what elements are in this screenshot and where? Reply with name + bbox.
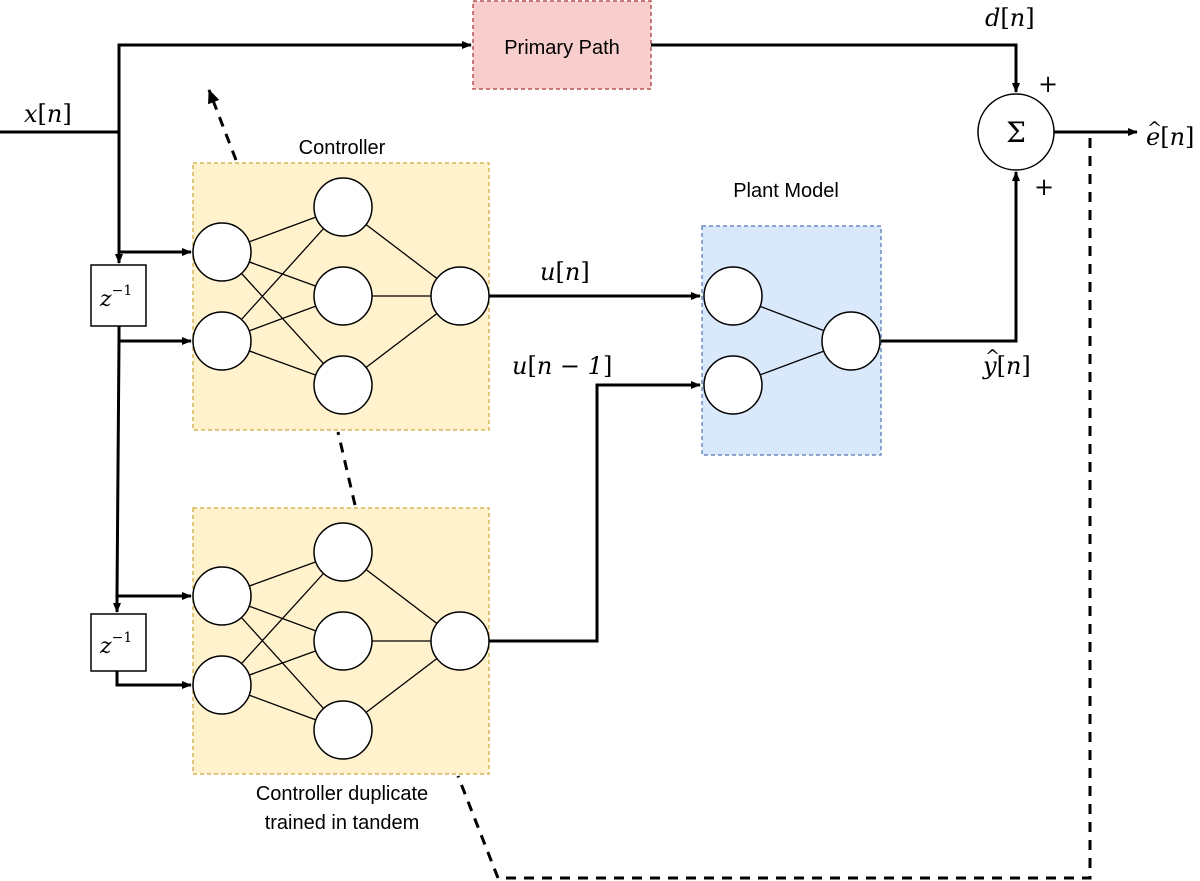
delay-top-label: z−1 xyxy=(99,283,132,312)
y-hat-signal-label: y[n] xyxy=(982,352,1031,380)
controller-hidden-neuron xyxy=(313,266,373,326)
primary-path-label: Primary Path xyxy=(504,37,620,59)
controller-label: Controller xyxy=(299,137,386,159)
duplicate-input-neuron xyxy=(192,655,252,715)
u-signal-label: u[n] xyxy=(540,258,590,286)
y-hat-accent: ^ xyxy=(985,346,1000,367)
plant-output-neuron xyxy=(821,311,881,371)
duplicate-hidden-neuron xyxy=(313,700,373,760)
plant-input-neuron xyxy=(703,266,763,326)
delay-top-to-controller-wire xyxy=(117,326,192,345)
plus-sign-bottom: + xyxy=(1034,173,1054,201)
x-to-primary-path-wire xyxy=(117,41,472,132)
u-prev-to-plant-wire xyxy=(489,381,701,643)
duplicate-input-neuron xyxy=(192,566,252,626)
e-hat-accent: ^ xyxy=(1147,118,1162,139)
duplicate-output-neuron xyxy=(430,611,490,671)
error-feedback-dashed xyxy=(456,138,1092,880)
primary-to-sum-wire xyxy=(651,43,1020,93)
plant-model-label: Plant Model xyxy=(733,180,839,202)
controller-hidden-neuron xyxy=(313,177,373,237)
controller-input-neuron xyxy=(192,222,252,282)
delay-bottom-to-duplicate-wire xyxy=(115,671,192,689)
controller-duplicate-label-line1: Controller duplicate xyxy=(256,783,428,805)
delay-block-bottom xyxy=(90,613,147,672)
delay-block-top xyxy=(90,264,147,327)
summing-symbol: Σ xyxy=(1006,116,1026,149)
controller-duplicate-label-line2: trained in tandem xyxy=(265,812,420,834)
x-signal-label: x[n] xyxy=(24,100,72,128)
duplicate-hidden-neuron xyxy=(313,611,373,671)
plus-sign-top: + xyxy=(1038,70,1058,98)
d-signal-label: d[n] xyxy=(985,4,1035,32)
training-arrow-dashed xyxy=(207,89,238,161)
u-prev-signal-label: u[n − 1] xyxy=(512,352,612,380)
duplicate-hidden-neuron xyxy=(313,522,373,582)
delay-bottom-label: z−1 xyxy=(99,630,132,659)
primary-path-block xyxy=(472,0,652,90)
controller-input-neuron xyxy=(192,311,252,371)
y-hat-to-sum-wire xyxy=(881,171,1020,343)
controller-hidden-neuron xyxy=(313,355,373,415)
controller-output-neuron xyxy=(430,266,490,326)
weight-update-dashed xyxy=(336,431,357,506)
plant-input-neuron xyxy=(703,355,763,415)
e-hat-signal-label: e[n] xyxy=(1146,123,1194,151)
delay-top-to-duplicate-wire xyxy=(115,340,192,600)
